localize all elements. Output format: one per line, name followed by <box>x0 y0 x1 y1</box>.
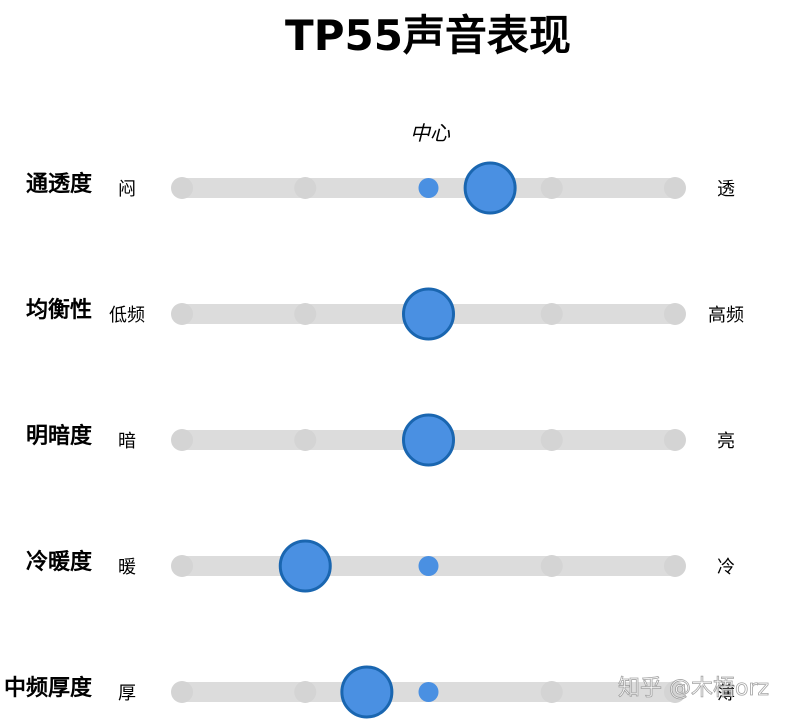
center-label: 中心 <box>410 121 451 145</box>
left-end-label: 低频 <box>109 305 145 326</box>
scale-tick-dot <box>171 429 193 451</box>
scale-tick-dot <box>294 303 317 325</box>
scale-tick-dot <box>294 177 317 199</box>
right-end-label: 薄 <box>717 683 735 704</box>
center-tick-dot <box>418 682 439 702</box>
value-marker <box>463 161 517 215</box>
chart-title: TP55声音表现 <box>285 11 571 60</box>
slider-row-4: 冷暖度 暖 冷 <box>26 539 735 593</box>
slider-row-5: 中频厚度 厚 薄 <box>4 665 735 719</box>
row-name-label: 冷暖度 <box>26 549 93 575</box>
scale-tick-dot <box>664 555 686 577</box>
value-marker <box>340 665 394 719</box>
slider-rows: 通透度 闷 透均衡性低频 高频明暗度 暗 亮冷暖度 暖 冷中频厚度 厚 薄 <box>4 161 744 719</box>
scale-tick-dot <box>294 429 317 451</box>
scale-tick-dot <box>664 303 686 325</box>
slider-row-3: 明暗度 暗 亮 <box>26 413 735 467</box>
value-marker <box>402 413 455 467</box>
scale-tick-dot <box>664 429 686 451</box>
left-end-label: 闷 <box>118 179 136 200</box>
scale-tick-dot <box>294 681 317 703</box>
scale-tick-dot <box>664 681 686 703</box>
scale-tick-dot <box>540 429 563 451</box>
scale-tick-dot <box>171 555 193 577</box>
center-tick-dot <box>418 178 439 198</box>
slider-row-2: 均衡性低频 高频 <box>26 287 744 341</box>
scale-tick-dot <box>171 303 193 325</box>
scale-tick-dot <box>664 177 686 199</box>
row-name-label: 中频厚度 <box>4 675 93 701</box>
row-name-label: 通透度 <box>26 171 93 197</box>
row-name-label: 均衡性 <box>26 297 92 323</box>
scale-tick-dot <box>171 177 193 199</box>
right-end-label: 亮 <box>717 431 735 452</box>
value-marker <box>402 287 455 341</box>
right-end-label: 高频 <box>708 305 744 326</box>
scale-tick-dot <box>540 177 563 199</box>
left-end-label: 暖 <box>118 557 136 578</box>
scale-tick-dot <box>540 681 563 703</box>
center-tick-dot <box>418 556 439 576</box>
value-marker <box>278 539 332 593</box>
scale-tick-dot <box>540 555 563 577</box>
row-name-label: 明暗度 <box>26 423 93 449</box>
left-end-label: 厚 <box>118 683 136 704</box>
slider-row-1: 通透度 闷 透 <box>26 161 735 215</box>
right-end-label: 冷 <box>717 557 735 578</box>
right-end-label: 透 <box>717 179 735 200</box>
left-end-label: 暗 <box>118 431 136 452</box>
watermark: 知乎 @木梧orz <box>618 676 769 701</box>
scale-tick-dot <box>171 681 193 703</box>
scale-tick-dot <box>540 303 563 325</box>
